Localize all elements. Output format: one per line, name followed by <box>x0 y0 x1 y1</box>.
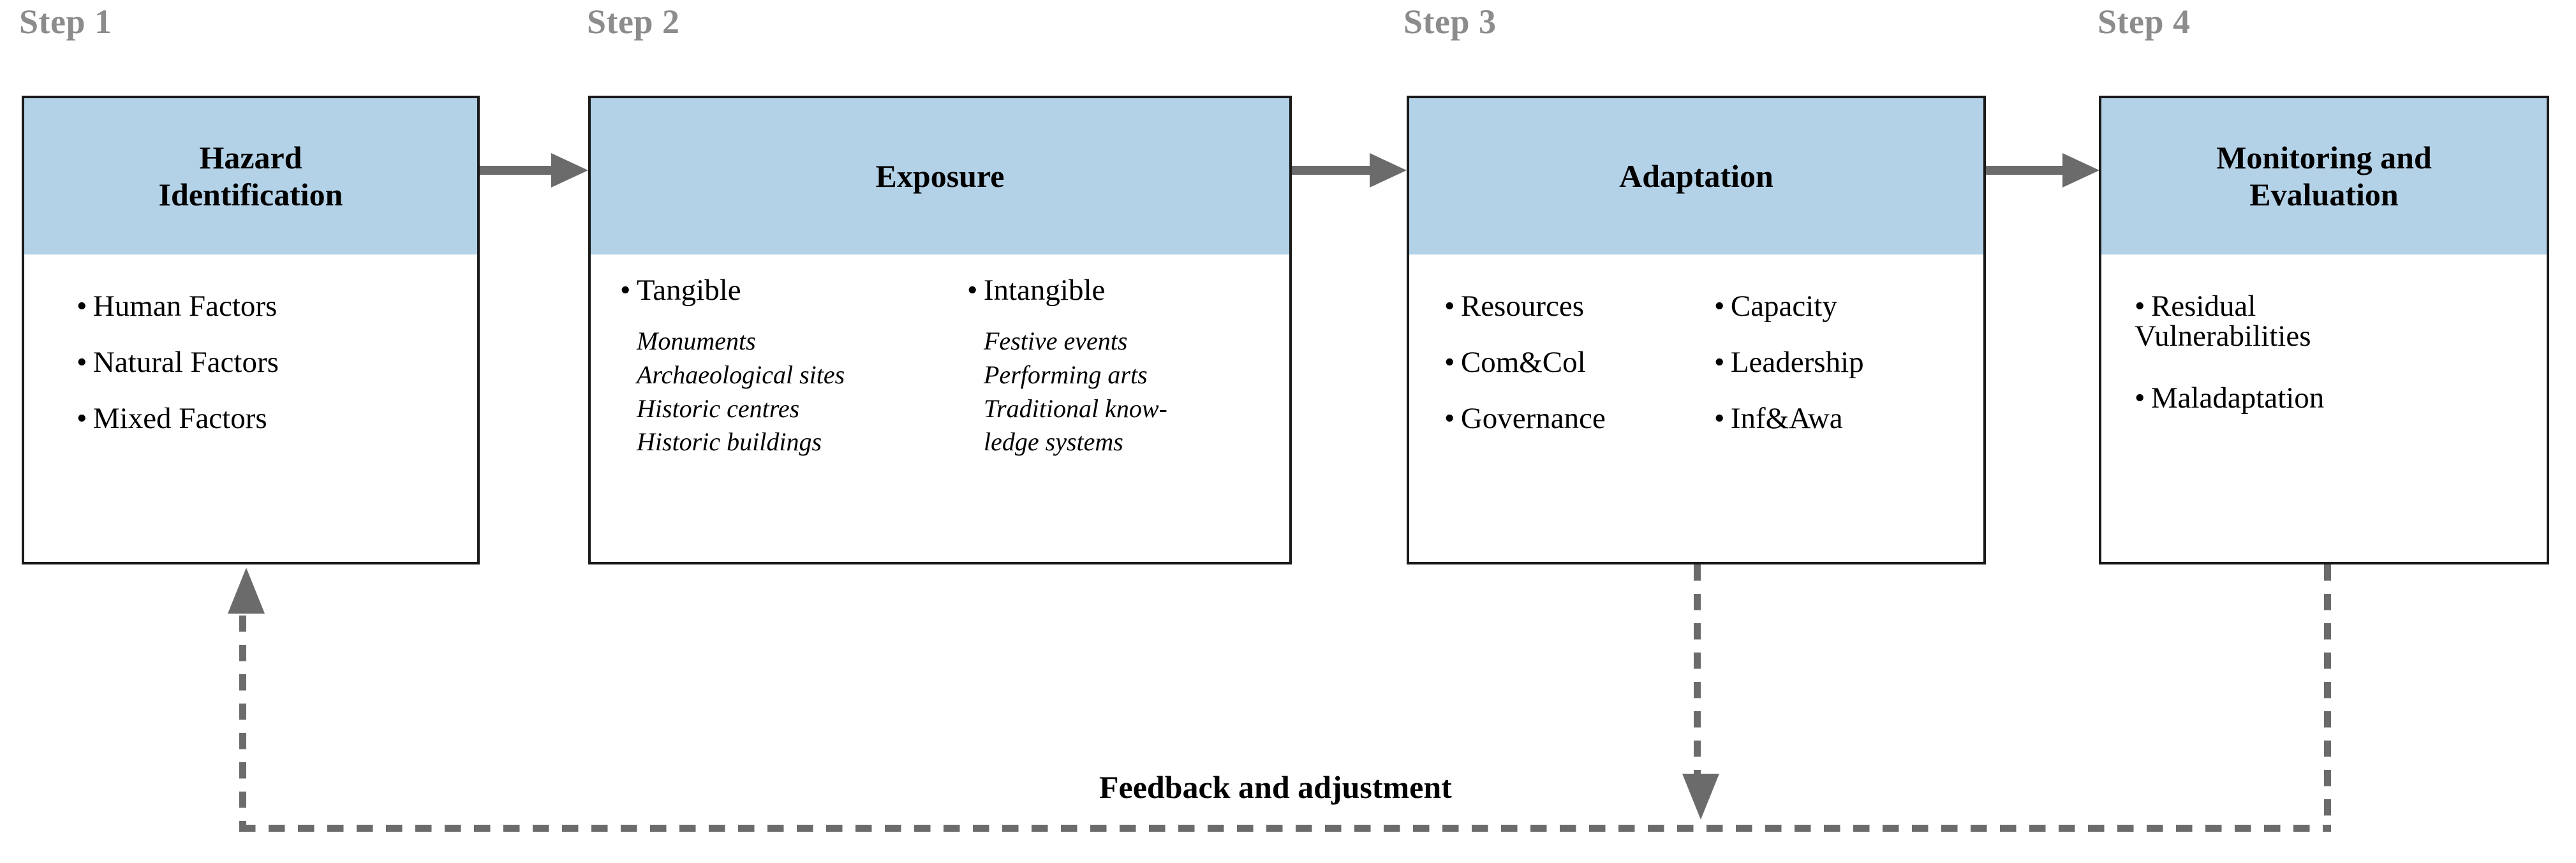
step-title-line-1: Adaptation <box>1619 158 1773 194</box>
step-box-header-1: Hazard Identification <box>24 98 477 254</box>
list-item-line: •Residual <box>2135 291 2543 321</box>
bullet-column-2-intangible: •Intangible Festive events Performing ar… <box>967 276 1286 459</box>
bullet-dot-icon: • <box>1444 402 1455 435</box>
bullet-dot-icon: • <box>77 290 87 323</box>
arrow-head-icon <box>551 153 588 188</box>
step-box-hazard-identification[interactable]: Hazard Identification •Human Factors •Na… <box>22 96 480 564</box>
sub-list-item: Festive events <box>984 327 1128 355</box>
step-box-body-1: •Human Factors •Natural Factors •Mixed F… <box>24 254 477 562</box>
bullet-column-2-tangible: •Tangible Monuments Archaeological sites… <box>620 276 952 459</box>
arrow-shaft <box>1292 166 1373 175</box>
flow-arrow-2-to-3 <box>1292 153 1408 188</box>
list-item-label: Tangible <box>636 274 741 307</box>
bullet-dot-icon: • <box>2135 381 2145 415</box>
arrow-head-icon <box>1370 153 1407 188</box>
sub-list-item: Traditional know- <box>984 394 1167 423</box>
sub-list-item: Historic centres <box>637 394 800 423</box>
step-box-header-3: Adaptation <box>1409 98 1983 254</box>
step-box-body-2: •Tangible Monuments Archaeological sites… <box>591 254 1289 562</box>
list-item: •Resources <box>1444 291 1712 321</box>
feedback-dashed-line-from-adaptation <box>1694 564 1701 775</box>
list-item-label: Resources <box>1460 290 1585 323</box>
feedback-arrow-down-icon <box>1682 774 1719 820</box>
list-item-label: Governance <box>1460 402 1606 435</box>
list-item: •Capacity <box>1714 291 1982 321</box>
step-title-line-1: Hazard <box>199 140 302 175</box>
list-item: •Intangible <box>967 276 1286 306</box>
bullet-dot-icon: • <box>77 402 87 435</box>
sub-list-item: Performing arts <box>984 360 1148 389</box>
list-item: •Tangible <box>620 276 952 306</box>
step-title-line-2: Identification <box>158 176 343 212</box>
list-item-label: Com&Col <box>1460 346 1586 379</box>
step-box-monitoring-and-evaluation[interactable]: Monitoring and Evaluation •Residual Vuln… <box>2099 96 2549 564</box>
bullet-column-4-a: •Residual Vulnerabilities •Maladaptation <box>2135 291 2543 413</box>
list-item: •Maladaptation <box>2135 383 2543 413</box>
list-item-label: Human Factors <box>93 290 278 323</box>
feedback-arrow-up-icon <box>228 568 265 614</box>
bullet-column-3-a: •Resources •Com&Col •Governance <box>1444 291 1712 434</box>
step-label-1: Step 1 <box>19 3 112 41</box>
bullet-dot-icon: • <box>77 346 87 379</box>
feedback-dashed-line-from-monitoring <box>2324 564 2331 829</box>
sub-list-item: Historic buildings <box>637 427 822 457</box>
flow-arrow-1-to-2 <box>480 153 588 188</box>
flow-arrow-3-to-4 <box>1986 153 2101 188</box>
sub-list-item: Archaeological sites <box>637 360 845 389</box>
bullet-dot-icon: • <box>1444 290 1455 323</box>
sub-list-item: Monuments <box>637 327 756 355</box>
list-item: •Leadership <box>1714 348 1982 378</box>
step-box-body-3: •Resources •Com&Col •Governance •Capacit… <box>1409 254 1983 562</box>
step-title-line-1: Exposure <box>875 158 1005 194</box>
step-box-header-2: Exposure <box>591 98 1289 254</box>
step-label-3: Step 3 <box>1403 3 1497 41</box>
list-item-label: Residual <box>2150 290 2256 323</box>
step-box-adaptation[interactable]: Adaptation •Resources •Com&Col •Governan… <box>1407 96 1986 564</box>
list-item: •Com&Col <box>1444 348 1712 378</box>
step-title-line-2: Evaluation <box>2249 176 2399 212</box>
step-label-2: Step 2 <box>587 3 680 41</box>
list-item: •Residual Vulnerabilities <box>2135 291 2543 351</box>
bullet-column-3-b: •Capacity •Leadership •Inf&Awa <box>1714 291 1982 434</box>
bullet-dot-icon: • <box>2135 290 2145 323</box>
bullet-dot-icon: • <box>1714 402 1725 435</box>
feedback-label: Feedback and adjustment <box>1099 769 1452 805</box>
bullet-column-1-a: •Human Factors •Natural Factors •Mixed F… <box>77 291 459 434</box>
list-item-label: Capacity <box>1730 290 1837 323</box>
arrow-shaft <box>1986 166 2066 175</box>
list-item: •Natural Factors <box>77 348 459 378</box>
list-item-line: Vulnerabilities <box>2135 320 2311 353</box>
step-label-4: Step 4 <box>2098 3 2191 41</box>
arrow-head-icon <box>2062 153 2099 188</box>
list-item: •Inf&Awa <box>1714 404 1982 434</box>
list-item-label: Intangible <box>983 274 1106 307</box>
list-item: •Mixed Factors <box>77 404 459 434</box>
step-box-body-4: •Residual Vulnerabilities •Maladaptation <box>2101 254 2547 562</box>
list-item-label: Natural Factors <box>93 346 279 379</box>
list-item-label: Mixed Factors <box>93 402 267 435</box>
step-title-line-1: Monitoring and <box>2216 140 2432 175</box>
step-box-exposure[interactable]: Exposure •Tangible Monuments Archaeologi… <box>588 96 1292 564</box>
feedback-dashed-line-to-hazard <box>239 616 246 829</box>
bullet-dot-icon: • <box>620 274 631 307</box>
step-box-header-4: Monitoring and Evaluation <box>2101 98 2547 254</box>
list-item: •Human Factors <box>77 291 459 321</box>
bullet-dot-icon: • <box>1444 346 1455 379</box>
feedback-dashed-line-horizontal <box>239 825 2331 832</box>
arrow-shaft <box>480 166 556 175</box>
bullet-dot-icon: • <box>1714 346 1725 379</box>
list-item-label: Inf&Awa <box>1730 402 1843 435</box>
list-item-label: Leadership <box>1730 346 1864 379</box>
bullet-dot-icon: • <box>1714 290 1725 323</box>
bullet-dot-icon: • <box>967 274 978 307</box>
sub-list-item: ledge systems <box>984 427 1123 457</box>
list-item-label: Maladaptation <box>2150 381 2325 415</box>
list-item: •Governance <box>1444 404 1712 434</box>
